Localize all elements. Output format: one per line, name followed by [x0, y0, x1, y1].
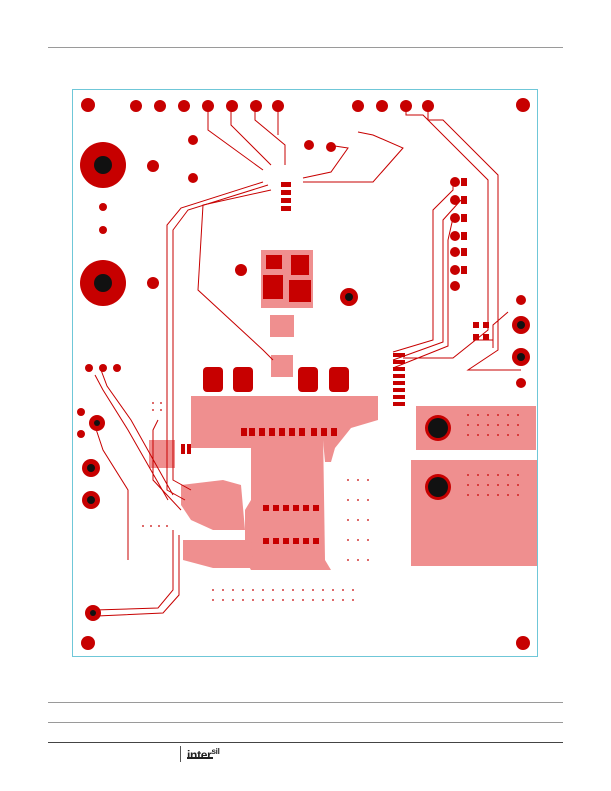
corner-hole-tr — [516, 98, 530, 112]
logo-tail-text: sil — [211, 746, 220, 756]
logo-text: intersil — [187, 747, 220, 762]
logo-separator — [180, 746, 181, 762]
copper-pour-left-blob — [181, 480, 245, 530]
pcb-layout-drawing — [77, 98, 537, 650]
footer-rule-1 — [48, 702, 563, 703]
copper-pour-ic-mid — [270, 315, 294, 337]
corner-hole-br — [516, 636, 530, 650]
copper-pour-bottom — [183, 540, 253, 568]
intersil-logo: intersil — [180, 744, 220, 764]
corner-hole-bl — [81, 636, 95, 650]
pcb-layout-figure — [72, 89, 538, 657]
footer-rule-3 — [48, 742, 563, 743]
via-fields — [142, 402, 519, 601]
logo-main-text: inter — [187, 747, 212, 762]
footer-rule-2 — [48, 722, 563, 723]
component-footprints — [181, 178, 489, 544]
logo-underline — [187, 757, 213, 759]
copper-pour-lower-right — [411, 460, 537, 566]
corner-hole-tl — [81, 98, 95, 112]
pcb-traces — [92, 105, 521, 617]
copper-pour-ic-small — [271, 355, 293, 377]
header-rule — [48, 47, 563, 48]
drill-holes — [87, 156, 525, 616]
copper-pour-center-lower — [245, 430, 331, 570]
